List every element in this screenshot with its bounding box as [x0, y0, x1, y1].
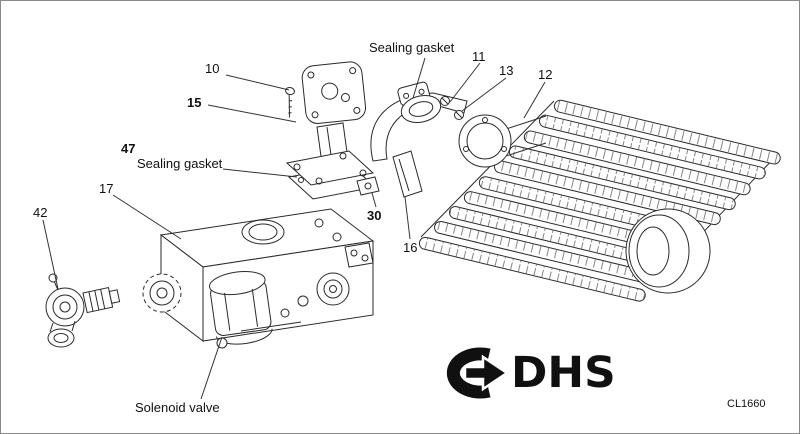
burner-end-cap	[625, 208, 711, 294]
callout-solenoid-valve: Solenoid valve	[135, 400, 220, 415]
leader-lines	[42, 57, 546, 400]
pilot-bracket-assembly-drawing	[285, 61, 468, 200]
callout-part-15: 15	[187, 95, 202, 110]
callout-part-13: 13	[499, 63, 514, 78]
callout-part-47: 47	[121, 141, 136, 156]
callout-part-10: 10	[205, 61, 220, 76]
burner-drawing	[392, 99, 781, 302]
callout-part-42: 42	[33, 205, 48, 220]
pilot-base-flange-drawing	[285, 150, 375, 186]
gas-valve-drawing	[142, 208, 375, 349]
screw-13-drawing	[454, 110, 464, 120]
callout-part-17: 17	[99, 181, 114, 196]
screw-15-drawing	[285, 86, 295, 118]
callout-sealing-gasket-top: Sealing gasket	[369, 40, 455, 55]
callout-part-16: 16	[403, 240, 418, 255]
screw-11-drawing	[440, 96, 450, 106]
drawing-number: CL1660	[727, 398, 766, 410]
callout-part-12: 12	[538, 67, 553, 82]
solenoid-valve-drawing	[209, 270, 273, 345]
dhs-logo-text: DHS	[510, 347, 616, 398]
callout-part-11: 11	[472, 49, 486, 64]
callout-part-30: 30	[367, 208, 382, 223]
callout-sealing-gasket-mid: Sealing gasket	[137, 156, 223, 171]
dhs-logo: DHS	[431, 347, 616, 399]
bracket-16-drawing	[392, 150, 423, 198]
dhs-logo-arrow-icon	[446, 347, 510, 399]
part-30-drawing	[356, 176, 380, 196]
burner-fins	[418, 99, 781, 302]
burner-inlet-flange	[458, 114, 547, 168]
mounting-plate-10-drawing	[301, 61, 367, 124]
inlet-fitting-drawing	[45, 273, 121, 348]
